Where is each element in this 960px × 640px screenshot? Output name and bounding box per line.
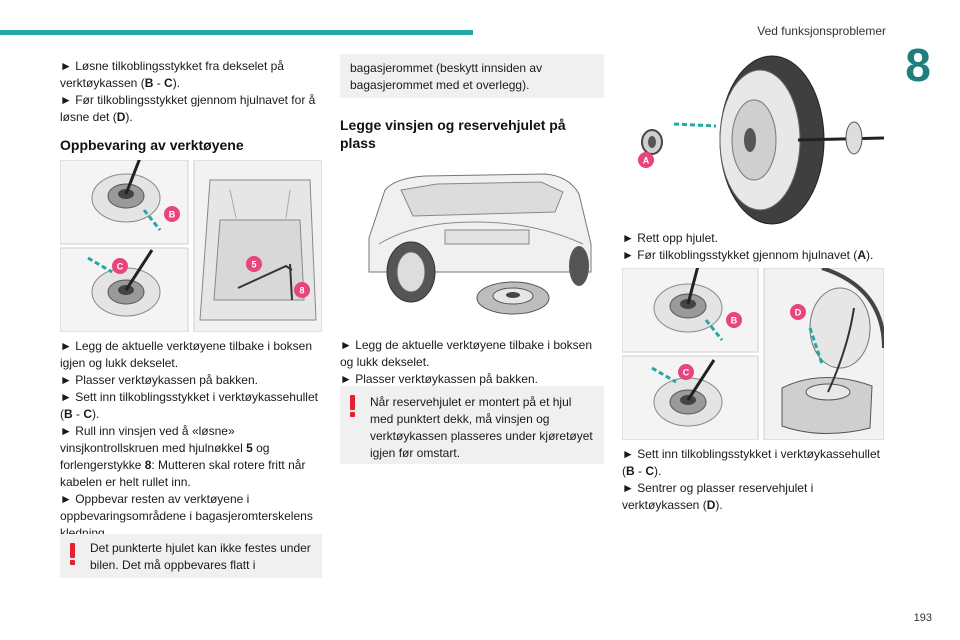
page-number: 193	[913, 612, 932, 624]
label-5: 5	[251, 260, 256, 270]
step-put-tools-back: ► Legg de aktuelle verktøyene tilbake i …	[60, 339, 313, 370]
column-3-steps-a: ► Rett opp hjulet. ► Før tilkoblingsstyk…	[622, 230, 886, 264]
label-d: D	[795, 308, 802, 318]
continued-note-box: bagasjerommet (beskytt innsiden av bagas…	[340, 54, 604, 98]
label-b: B	[169, 210, 176, 220]
figure-car-spare-wheel	[355, 160, 603, 320]
warning-icon-2	[350, 395, 356, 417]
step-insert-connector-2: ► Sett inn tilkoblingsstykket i verktøyk…	[622, 447, 880, 478]
heading-replace-winch-spare: Legge vinsjen og reservehjulet på plass	[340, 117, 566, 151]
figure-tool-storage: B C 5 8	[60, 160, 322, 332]
step-store-tools: ► Oppbevar resten av verktøyene i oppbev…	[60, 492, 313, 540]
step-place-toolbox: ► Plasser verktøykassen på bakken.	[60, 373, 258, 387]
warning-box-spare-mounted: Når reservehjulet er montert på et hjul …	[340, 386, 604, 464]
label-8: 8	[299, 286, 304, 296]
warning-box-punctured-wheel: Det punkterte hjulet kan ikke festes und…	[60, 534, 322, 578]
chapter-number: 8	[905, 39, 931, 91]
step-through-hub-a: ► Før tilkoblingsstykket gjennom hjulnav…	[622, 248, 874, 262]
step-put-tools-back-2: ► Legg de aktuelle verktøyene tilbake i …	[340, 338, 593, 369]
label-c: C	[117, 262, 124, 272]
step-insert-connector: ► Sett inn tilkoblingsstykket i verktøyk…	[60, 390, 318, 421]
label-b-2: B	[731, 316, 738, 326]
figure-wheel-hub: A	[622, 54, 884, 226]
column-1-intro: ► Løsne tilkoblingsstykket fra dekselet …	[60, 58, 322, 126]
section-title: Ved funksjonsproblemer	[757, 24, 886, 38]
step-reel-winch: ► Rull inn vinsjen ved å «løsne» vinsjko…	[60, 424, 306, 489]
warning-icon	[70, 543, 76, 565]
heading-tool-storage: Oppbevaring av verktøyene	[60, 137, 244, 153]
column-3-steps-b: ► Sett inn tilkoblingsstykket i verktøyk…	[622, 446, 886, 514]
step-center-spare: ► Sentrer og plasser reservehjulet i ver…	[622, 481, 814, 512]
label-c-2: C	[683, 368, 690, 378]
figure-toolbox-insert: B C D	[622, 268, 884, 440]
header-accent-bar	[0, 30, 473, 35]
label-a: A	[643, 156, 650, 166]
step-straighten-wheel: ► Rett opp hjulet.	[622, 231, 718, 245]
paragraph-through-hub: ► Før tilkoblingsstykket gjennom hjulnav…	[60, 93, 316, 124]
column-1-steps: ► Legg de aktuelle verktøyene tilbake i …	[60, 338, 324, 542]
step-place-toolbox-2: ► Plasser verktøykassen på bakken.	[340, 372, 538, 386]
column-2-steps: ► Legg de aktuelle verktøyene tilbake i …	[340, 337, 604, 388]
paragraph-loosen: ► Løsne tilkoblingsstykket fra dekselet …	[60, 59, 284, 90]
